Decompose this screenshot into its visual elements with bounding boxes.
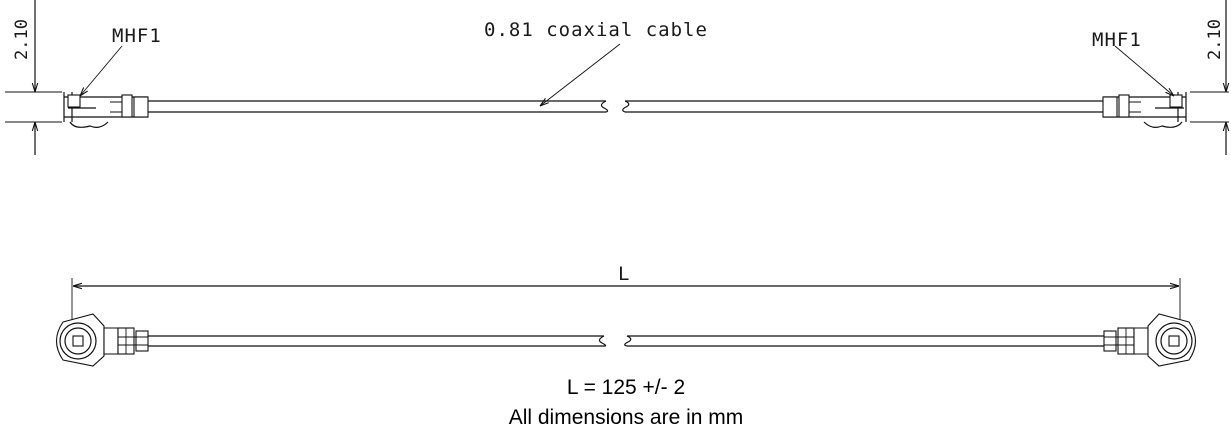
cable-side-right <box>622 100 1103 113</box>
cable-side-left <box>148 100 609 113</box>
length-spec-note: L = 125 +/- 2 <box>567 376 685 399</box>
connector-right-side <box>1102 92 1187 128</box>
label-leaders <box>80 43 1174 106</box>
cable-plan-right <box>624 335 1104 347</box>
height-dimension-right: 2.10 <box>1190 0 1229 155</box>
height-dimension-left-label: 2.10 <box>12 19 32 60</box>
height-dimension-right-label: 2.10 <box>1205 19 1225 60</box>
drawing-notes: L = 125 +/- 2 All dimensions are in mm <box>509 376 744 429</box>
side-view: 2.10 <box>5 0 1229 155</box>
cable-label: 0.81 coaxial cable <box>484 19 708 41</box>
cable-plan-left <box>148 335 607 347</box>
length-dimension: L <box>71 263 1181 322</box>
connector-left-side <box>63 92 149 128</box>
height-dimension-left: 2.10 <box>5 0 62 155</box>
top-view: L <box>55 263 1197 367</box>
connector-left-plan <box>55 313 149 367</box>
units-note: All dimensions are in mm <box>509 406 744 429</box>
connector-left-label: MHF1 <box>112 25 162 47</box>
length-dimension-label: L <box>618 263 630 285</box>
connector-right-label: MHF1 <box>1092 29 1142 51</box>
connector-right-plan <box>1103 313 1197 367</box>
